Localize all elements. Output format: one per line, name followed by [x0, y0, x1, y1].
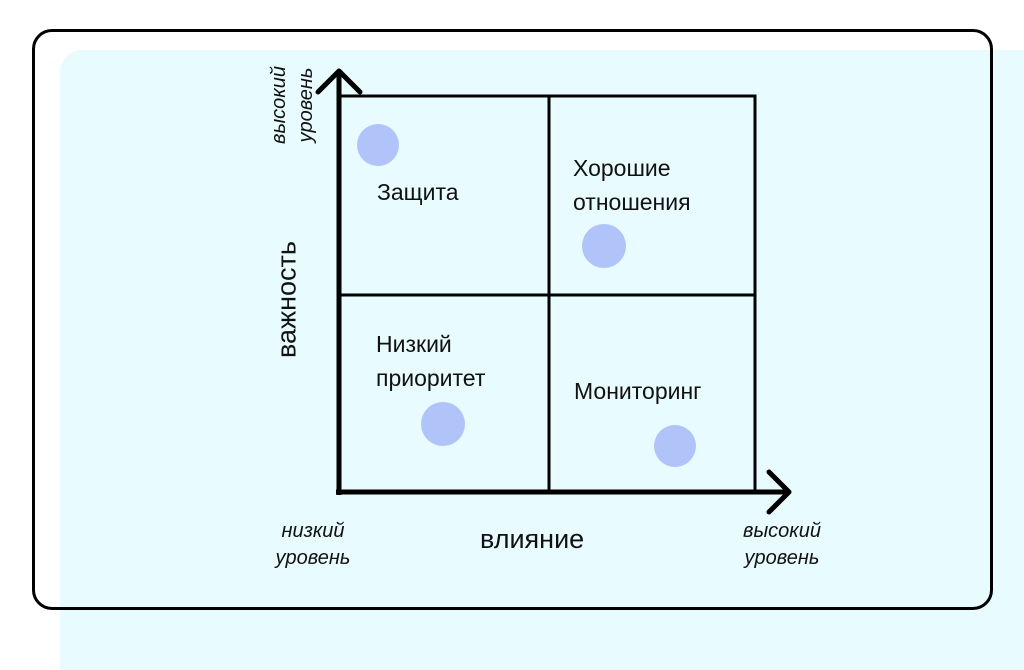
- marker-low-priority: [421, 402, 465, 446]
- quadrant-label-protection: Защита: [377, 179, 459, 205]
- matrix-grid: [315, 68, 792, 515]
- y-axis-title: важность: [271, 241, 302, 358]
- diagram-frame: [32, 29, 993, 610]
- marker-protection: [357, 124, 399, 166]
- x-axis-title: влияние: [480, 524, 585, 554]
- y-axis-arrow-icon: [315, 68, 363, 95]
- quadrant-label-monitoring: Мониторинг: [574, 378, 702, 404]
- marker-monitoring: [654, 425, 696, 467]
- marker-good-relations: [582, 224, 626, 268]
- x-axis-arrow-icon: [766, 469, 792, 515]
- diagram-background: [60, 50, 1024, 670]
